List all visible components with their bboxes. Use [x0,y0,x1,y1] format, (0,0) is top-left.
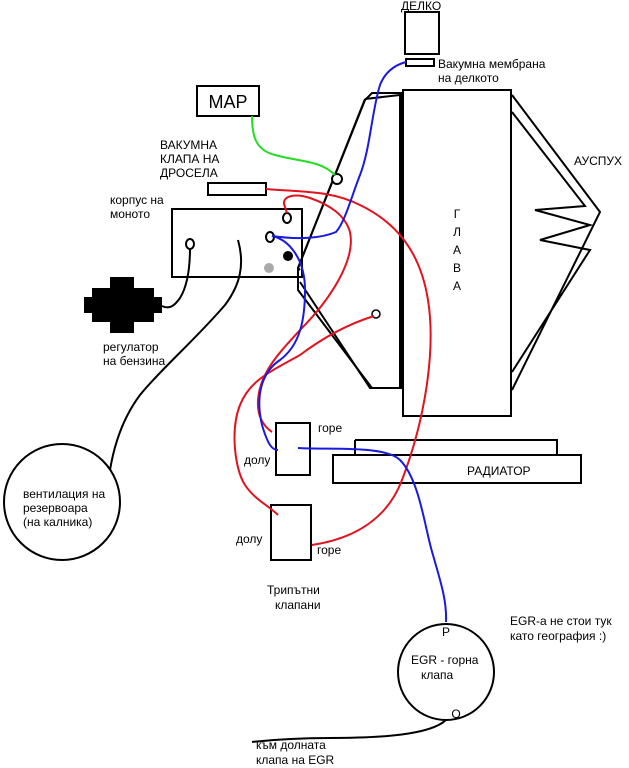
egr-label-2: клапа [421,668,454,682]
throttle-valve-label-2: КЛАПА НА [160,152,219,166]
map-sensor [196,85,260,117]
throttle-valve-label-3: ДРОСЕЛА [160,166,218,180]
valve-upper-top-label: горе [318,421,342,435]
mono-port-left [185,238,195,250]
valve-lower-top-label: горе [317,543,341,557]
map-label: МАР [208,92,247,112]
blue-hose-membrane [271,61,407,240]
distributor-vacuum-membrane [405,58,435,67]
exhaust-manifold [511,94,602,391]
fuel-regulator [84,277,162,333]
exhaust-label: АУСПУХ [574,154,622,168]
head-letter-2: Л [453,225,461,239]
black-hose-regulator [161,247,191,309]
head-letter-4: В [453,261,461,275]
fuel-regulator-label-1: регулатор [103,340,159,354]
mono-body [171,208,303,278]
three-way-valve-lower [270,504,312,561]
valve-lower-bottom-label: долу [236,532,262,546]
red-hose-manifold [233,315,375,516]
distributor [404,11,440,55]
radiator [332,454,582,484]
distributor-label: ДЕЛКО [401,0,441,13]
membrane-label-1: Вакумна мембрана [438,57,546,71]
three-way-valves-label-2: клапани [275,598,321,612]
mono-port-top [282,212,292,224]
throttle-vacuum-valve [207,182,267,196]
valve-upper-bottom-label: долу [244,453,270,467]
black-hose-egr-lower [251,719,447,743]
cylinder-head-label: Г Л А В А [453,207,461,293]
mono-port-black [283,251,293,261]
red-hose-throttle [265,188,432,546]
egr-label-1: EGR - горна [411,653,479,667]
head-letter-3: А [453,243,461,257]
head-letter-1: Г [454,207,461,221]
intake-manifold-outline [296,93,401,389]
cylinder-head [402,89,512,417]
fuel-regulator-label-2: на бензина [103,354,166,368]
mono-body-label-2: моното [110,207,150,221]
egr-note-2: като география :) [510,629,606,643]
black-hose-tank-vent [109,239,243,471]
membrane-label-2: на делкото [438,71,499,85]
throttle-valve-label-1: ВАКУМНА [160,138,217,152]
manifold-port-upper [331,173,343,185]
blue-hose-mono [258,235,307,451]
blue-hose-egr [297,447,448,623]
head-letter-5: А [453,279,461,293]
radiator-label: РАДИАТОР [467,464,531,478]
egr-port-bottom-label: О [451,707,460,721]
tank-vent-label-2: резервоара [23,501,88,515]
egr-port-top-label: Р [442,625,450,639]
mono-port-gray [264,263,274,273]
tank-vent [3,443,121,561]
mono-body-label-1: корпус на [110,193,164,207]
egr-note-1: EGR-а не стои тук [510,614,612,628]
red-hose-upper-valve [256,194,352,433]
egr-lower-label-1: към долната [256,738,326,752]
tank-vent-label-1: вентилация на [23,487,105,501]
egr-lower-label-2: клапа на EGR [256,753,335,767]
three-way-valves-label-1: Трипътни [267,583,320,597]
radiator-stand [354,439,558,455]
tank-vent-label-3: (на калника) [23,515,92,529]
green-hose-map [251,115,336,176]
